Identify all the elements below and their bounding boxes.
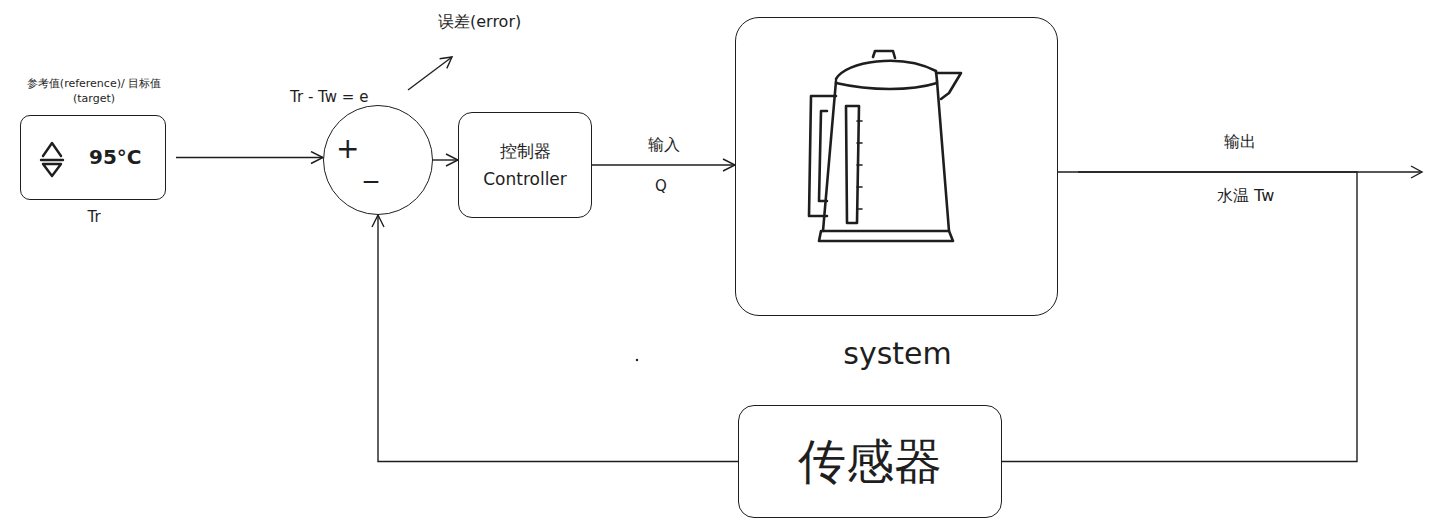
drawing-stroke <box>836 83 937 89</box>
drawing-stroke <box>819 231 953 241</box>
error-equation: Tr - Tw = e <box>288 88 370 106</box>
error-leader <box>408 57 452 90</box>
drawing-stroke <box>857 120 862 122</box>
drawing-stroke <box>43 164 61 176</box>
signal-arrow <box>433 159 458 160</box>
stray-dot <box>636 359 638 361</box>
reference-heading: 参考值(reference)/ 目标值(target) <box>19 76 169 106</box>
drawing-stroke <box>873 51 895 58</box>
target-value: 95°C <box>89 145 142 169</box>
reference-box: 参考值(reference)/ 目标值(target)95°CTr <box>20 115 166 200</box>
controller-box: 控制器 Controller <box>458 112 592 218</box>
input-symbol: Q <box>653 177 669 195</box>
signal-arrow <box>176 157 323 158</box>
drawing-stroke <box>857 186 862 188</box>
sensor-box: 传感器 <box>738 405 1002 518</box>
reference-symbol: Tr <box>21 208 167 226</box>
drawing-stroke <box>43 143 61 156</box>
summing-junction: +_ <box>323 105 433 215</box>
edge-label: 输入 <box>646 135 682 156</box>
error-label: 误差(error) <box>436 12 523 33</box>
output-variable: 水温 Tw <box>1215 186 1276 207</box>
minus-sign: _ <box>364 150 378 183</box>
signal-arrow <box>592 164 735 165</box>
kettle-illustration <box>736 18 1059 317</box>
plus-sign: + <box>336 132 359 165</box>
drawing-stroke <box>857 208 862 210</box>
drawing-stroke <box>857 142 862 144</box>
drawing-stroke <box>819 111 827 201</box>
sensor-label: 传感器 <box>739 432 1001 490</box>
drawing-stroke <box>857 164 862 166</box>
drawing-stroke <box>836 61 937 81</box>
drawing-stroke <box>936 73 961 99</box>
signal-arrow <box>378 215 738 462</box>
controller-label: 控制器 Controller <box>471 137 579 193</box>
output-label: 输出 <box>1222 132 1258 153</box>
system-box: system <box>735 17 1058 316</box>
drawing-stroke <box>823 81 949 231</box>
drawing-stroke <box>809 96 836 216</box>
system-label: system <box>736 336 1059 371</box>
drawing-stroke <box>41 159 63 161</box>
